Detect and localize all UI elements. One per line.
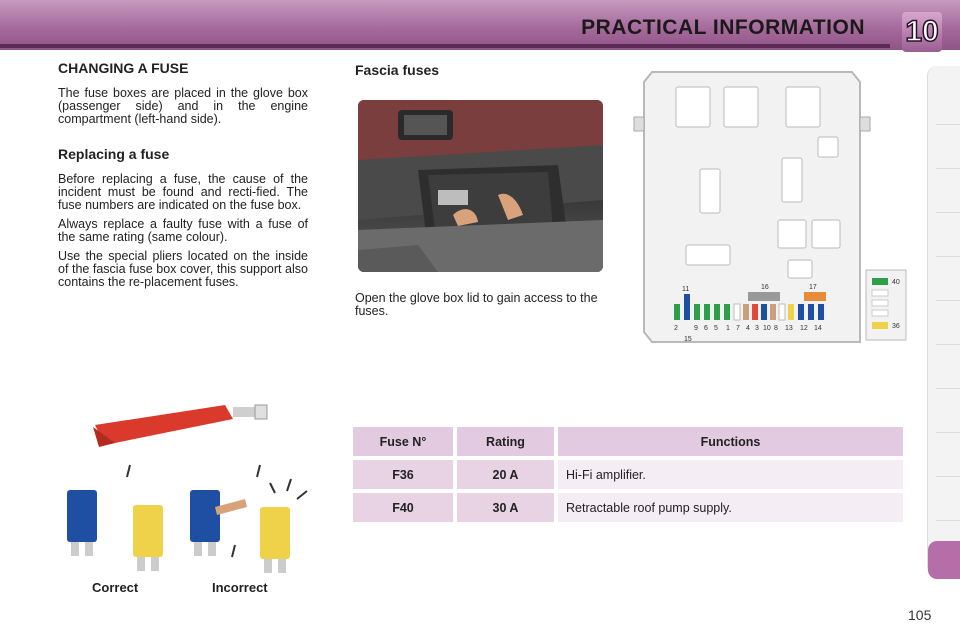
fuse-table: Fuse N° Rating Functions F36 20 A Hi-Fi …	[353, 427, 903, 526]
tab-divider	[936, 520, 960, 521]
fuse-number-cell: F36	[353, 460, 453, 489]
tab-divider	[936, 168, 960, 169]
fuse-label: 11	[682, 286, 689, 293]
page-title: PRACTICAL INFORMATION	[581, 16, 865, 39]
fuse-label: 4	[746, 325, 750, 332]
chapter-badge: 10	[902, 12, 942, 52]
tab-divider	[936, 124, 960, 125]
fuse-label: 2	[674, 325, 678, 332]
fuse-label: 3	[755, 325, 759, 332]
fuse-label: 8	[774, 325, 778, 332]
fuse-label: 12	[800, 325, 808, 332]
paragraph: Always replace a faulty fuse with a fuse…	[58, 217, 308, 244]
tab-divider	[936, 212, 960, 213]
fuse-pliers-illustration	[55, 395, 315, 580]
function-cell: Retractable roof pump supply.	[558, 493, 903, 522]
fuse-label: 36	[892, 323, 900, 330]
column-header: Functions	[558, 427, 903, 456]
incorrect-label: Incorrect	[212, 580, 268, 595]
fuse-label: 14	[814, 325, 822, 332]
fuse-label: 15	[684, 336, 692, 343]
tab-divider	[936, 476, 960, 477]
fuse-label: 6	[704, 325, 708, 332]
fuse-label: 40	[892, 279, 900, 286]
glove-box-caption: Open the glove box lid to gain access to…	[355, 291, 598, 318]
fascia-fuses-heading: Fascia fuses	[355, 62, 440, 78]
page-header	[0, 0, 960, 50]
fuse-box-diagram: 11 16 17 2 9 6 5 1 7 4 3 10 8 13 12 14 1…	[628, 62, 910, 347]
page-number: 105	[908, 607, 932, 623]
table-row: F40 30 A Retractable roof pump supply.	[353, 493, 903, 522]
fuse-label: 10	[763, 325, 771, 332]
tab-divider	[936, 256, 960, 257]
correct-label: Correct	[92, 580, 139, 595]
rating-cell: 20 A	[457, 460, 554, 489]
tab-chapter-10[interactable]	[928, 541, 960, 579]
table-header-row: Fuse N° Rating Functions	[353, 427, 903, 456]
column-header: Rating	[457, 427, 554, 456]
column-header: Fuse N°	[353, 427, 453, 456]
tab-divider	[936, 300, 960, 301]
subsection-heading: Replacing a fuse	[58, 146, 170, 162]
fuse-label: 17	[809, 284, 817, 291]
tab-divider	[936, 432, 960, 433]
rating-cell: 30 A	[457, 493, 554, 522]
tab-divider	[936, 388, 960, 389]
section-heading: CHANGING A FUSE	[58, 60, 189, 76]
intro-paragraph: The fuse boxes are placed in the glove b…	[58, 86, 308, 126]
fuse-number-cell: F40	[353, 493, 453, 522]
header-rule	[0, 44, 890, 48]
fuse-slots	[674, 292, 826, 321]
left-column: CHANGING A FUSE The fuse boxes are place…	[58, 60, 308, 295]
table-row: F36 20 A Hi-Fi amplifier.	[353, 460, 903, 489]
fuse-label: 9	[694, 325, 698, 332]
fuse-label: 16	[761, 284, 769, 291]
chapter-tabs	[927, 66, 960, 579]
glove-box-photo	[358, 100, 603, 272]
fuse-label: 1	[726, 325, 730, 332]
tab-divider	[936, 344, 960, 345]
function-cell: Hi-Fi amplifier.	[558, 460, 903, 489]
fuse-label: 5	[714, 325, 718, 332]
fuse-label: 13	[785, 325, 793, 332]
fuse-label: 7	[736, 325, 740, 332]
paragraph: Use the special pliers located on the in…	[58, 249, 308, 289]
paragraph: Before replacing a fuse, the cause of th…	[58, 172, 308, 212]
